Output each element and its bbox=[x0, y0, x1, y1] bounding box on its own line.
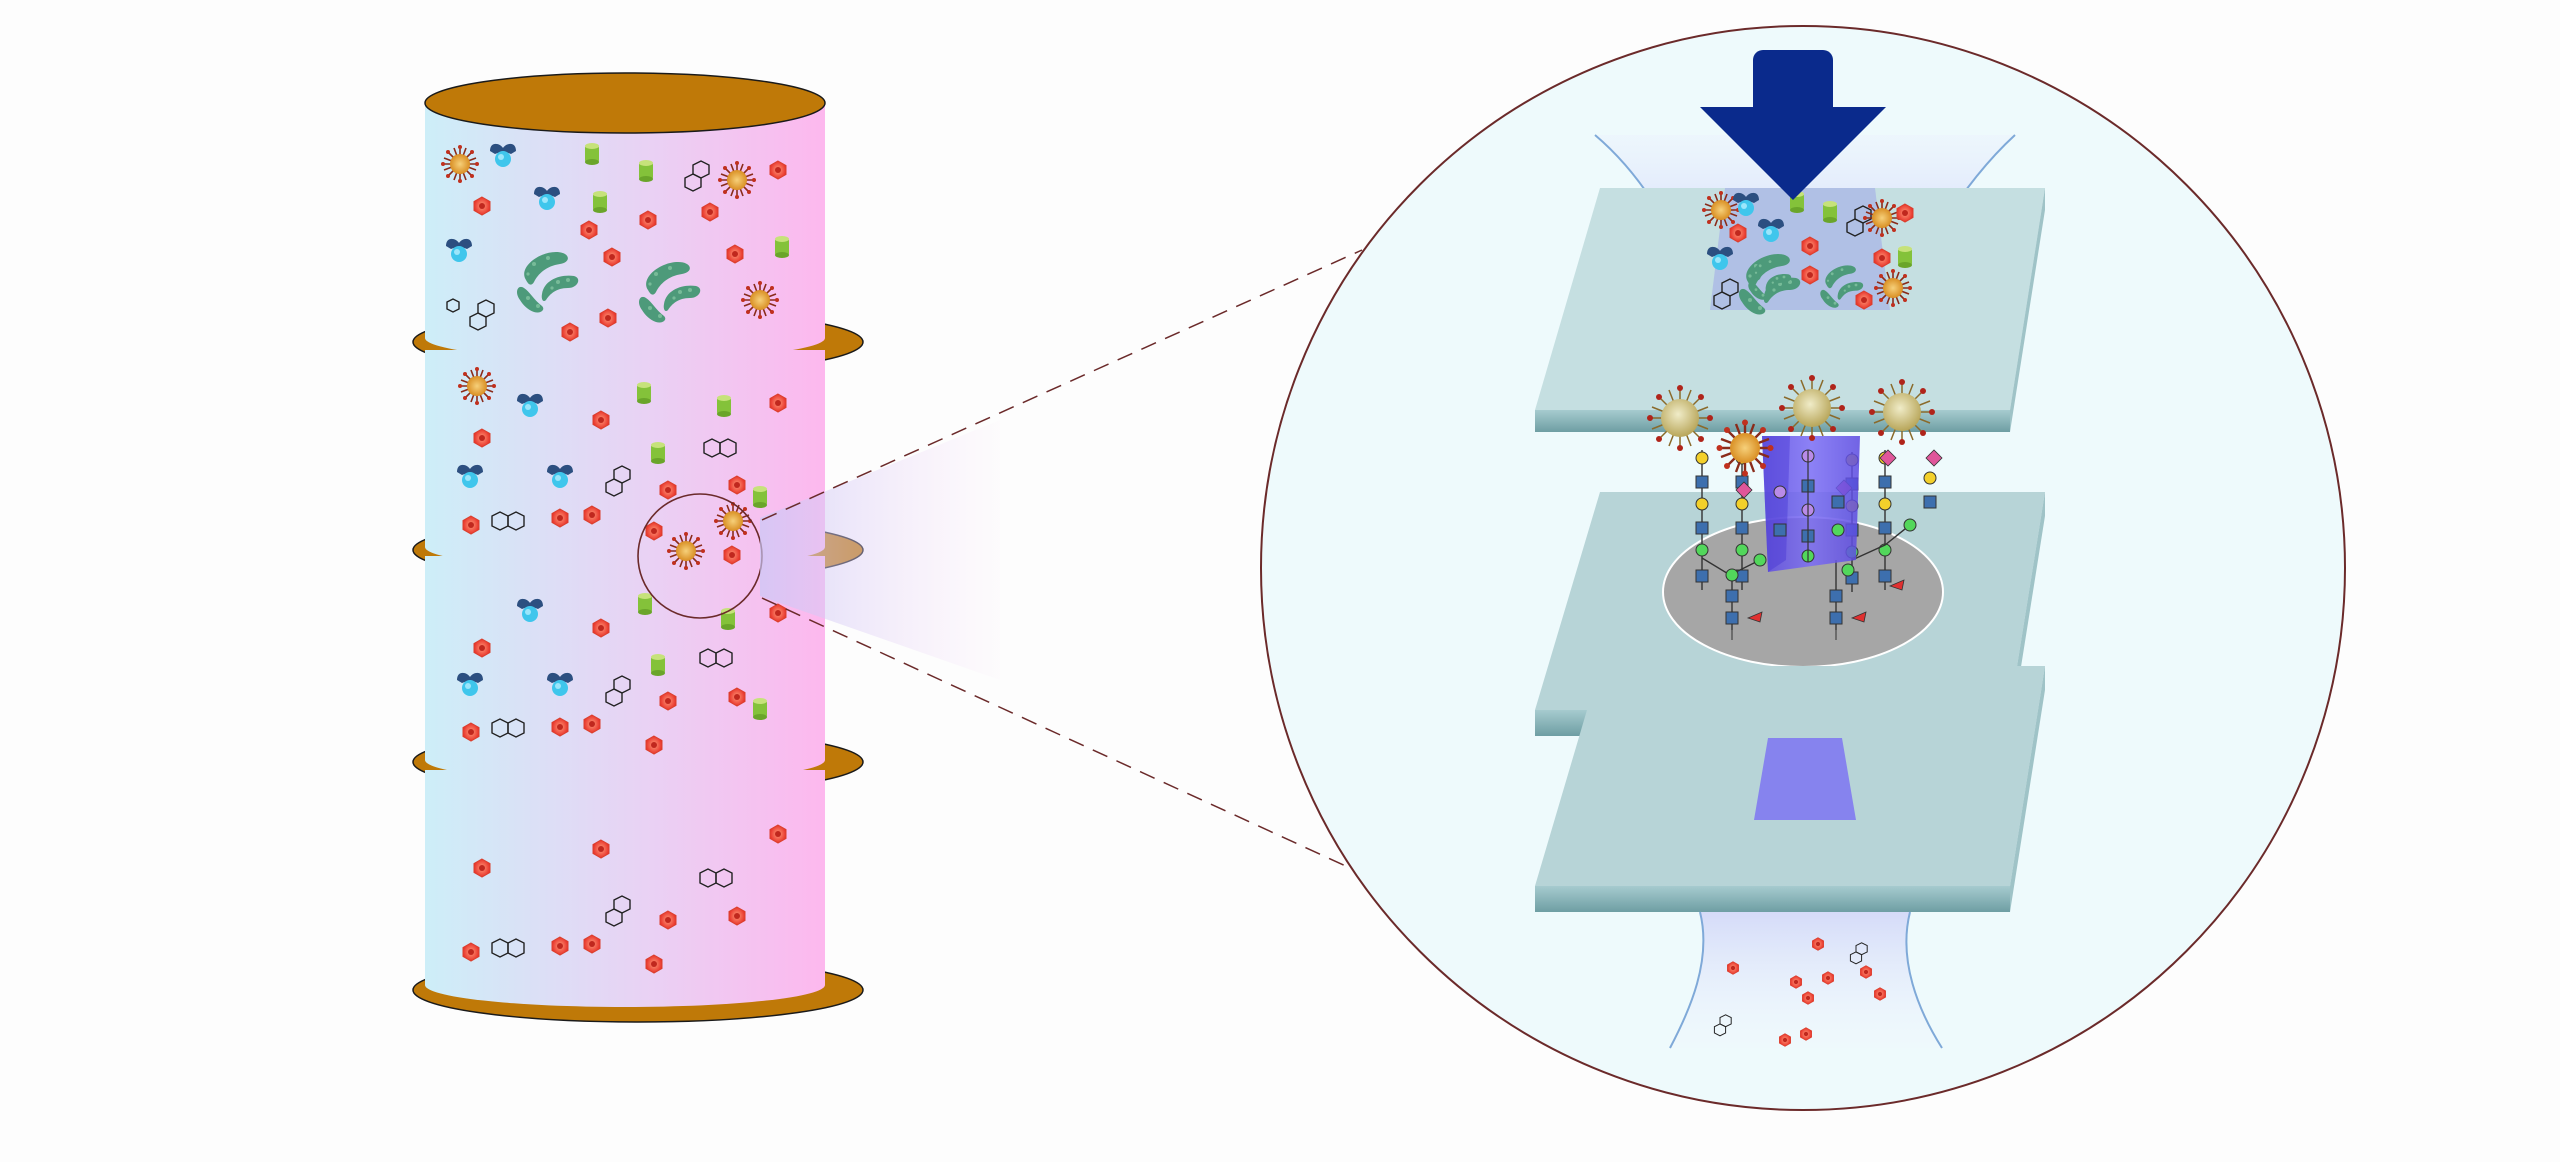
zoom-line-top bbox=[761, 249, 1363, 521]
glycan-chains bbox=[1695, 449, 1943, 640]
zoom-panel bbox=[1260, 25, 2346, 1111]
pore-glycans bbox=[1773, 449, 1845, 563]
lower-pore bbox=[1754, 738, 1856, 820]
membrane-slab-1 bbox=[1535, 188, 2045, 432]
layer-1-particles bbox=[440, 143, 789, 342]
column-layer-1 bbox=[425, 105, 825, 360]
zoom-line-bottom bbox=[761, 597, 1351, 869]
flow-arrow bbox=[1700, 50, 1886, 200]
permeate-funnel bbox=[1669, 911, 1943, 1049]
nanopore bbox=[1762, 436, 1860, 572]
membrane-slab-3 bbox=[1535, 666, 2045, 912]
zoom-projection bbox=[760, 249, 1363, 869]
zoom-beam bbox=[760, 420, 1000, 680]
glycan-stems bbox=[1725, 449, 1943, 640]
column-top-cap bbox=[424, 72, 826, 134]
column-layer-4 bbox=[425, 770, 825, 1007]
filter-column bbox=[412, 72, 864, 1023]
